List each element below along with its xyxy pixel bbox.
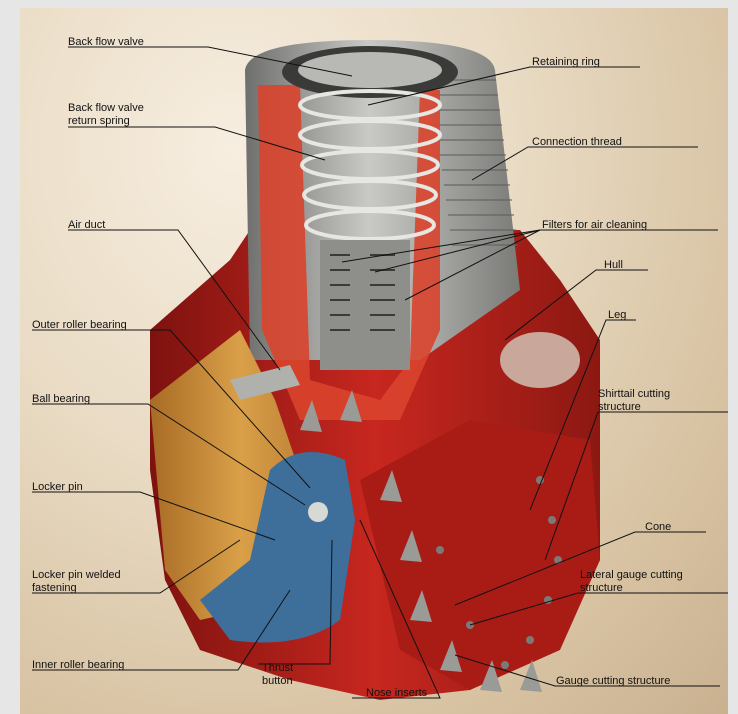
label-air-duct: Air duct — [68, 219, 105, 231]
label-back-flow-valve: Back flow valve — [68, 36, 144, 48]
label-leg: Leg — [608, 309, 626, 321]
label-shirttail-cutting-structure-line2: structure — [598, 401, 641, 413]
filter-cylinder — [320, 240, 410, 370]
label-ball-bearing: Ball bearing — [32, 393, 90, 405]
hull-cavity — [500, 332, 580, 388]
label-back-flow-valve-return-spring-line1: Back flow valve — [68, 102, 144, 114]
label-lateral-gauge-cutting-structure-line2: structure — [580, 582, 623, 594]
label-gauge-cutting-structure: Gauge cutting structure — [556, 675, 670, 687]
label-cone: Cone — [645, 521, 671, 533]
label-thrust-button-line2: button — [262, 675, 293, 687]
label-back-flow-valve-return-spring-line2: return spring — [68, 115, 130, 127]
label-hull: Hull — [604, 259, 623, 271]
label-locker-pin-welded-fastening-line2: fastening — [32, 582, 77, 594]
label-thrust-button-line1: Thrust — [262, 662, 293, 674]
label-nose-inserts: Nose inserts — [366, 687, 427, 699]
label-locker-pin: Locker pin — [32, 481, 83, 493]
ball-bearing-ball — [308, 502, 328, 522]
label-outer-roller-bearing: Outer roller bearing — [32, 319, 127, 331]
label-lateral-gauge-cutting-structure-line1: Lateral gauge cutting — [580, 569, 683, 581]
label-connection-thread: Connection thread — [532, 136, 622, 148]
back-flow-valve-disc — [298, 52, 442, 88]
label-retaining-ring: Retaining ring — [532, 56, 600, 68]
label-inner-roller-bearing: Inner roller bearing — [32, 659, 124, 671]
label-filters-for-air-cleaning: Filters for air cleaning — [542, 219, 647, 231]
label-shirttail-cutting-structure-line1: Shirttail cutting — [598, 388, 670, 400]
label-locker-pin-welded-fastening-line1: Locker pin welded — [32, 569, 121, 581]
